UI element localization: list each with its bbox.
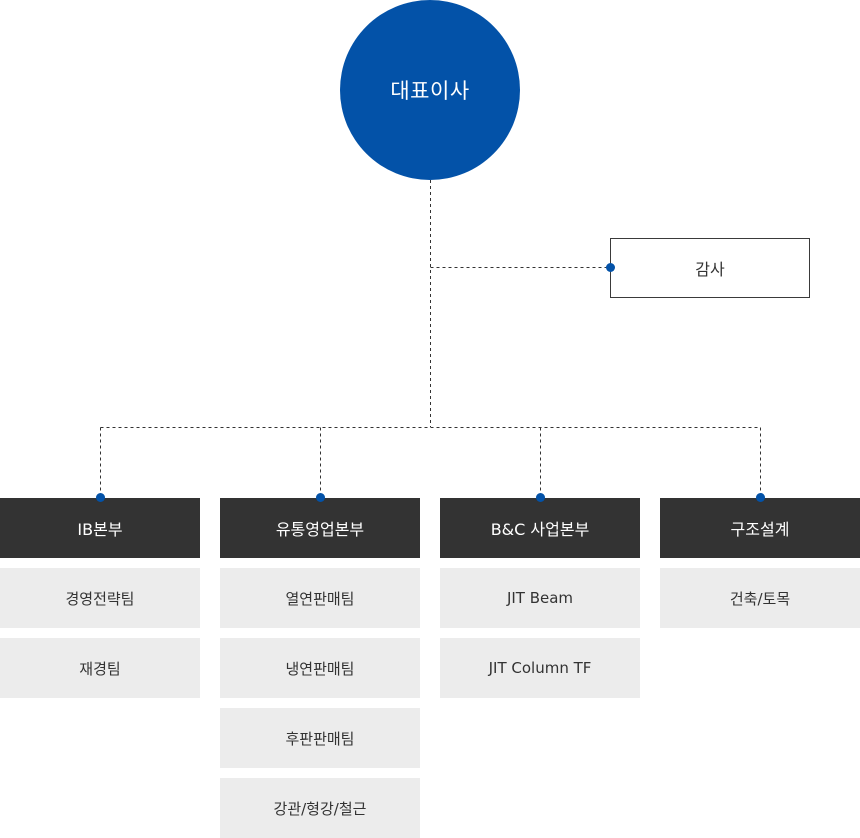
division-header: IB본부 <box>0 498 200 558</box>
division-name: 구조설계 <box>730 520 790 539</box>
division-bnc-business: B&C 사업본부 JIT Beam JIT Column TF <box>440 498 640 698</box>
division-name: 유통영업본부 <box>275 520 365 539</box>
team-box: 강관/형강/철근 <box>220 778 420 838</box>
team-label: 건축/토목 <box>729 589 791 608</box>
team-label: 냉연판매팀 <box>285 659 355 678</box>
division-connector-dot <box>756 493 765 502</box>
ceo-node: 대표이사 <box>340 0 520 180</box>
division-structural-design: 구조설계 건축/토목 <box>660 498 860 628</box>
team-label: 강관/형강/철근 <box>273 799 367 818</box>
team-box: JIT Column TF <box>440 638 640 698</box>
team-label: JIT Beam <box>506 589 574 607</box>
ceo-label: 대표이사 <box>390 79 470 103</box>
team-box: 냉연판매팀 <box>220 638 420 698</box>
division-name: B&C 사업본부 <box>490 520 590 539</box>
division-header: B&C 사업본부 <box>440 498 640 558</box>
audit-connector-dot <box>606 263 615 272</box>
division-ib: IB본부 경영전략팀 재경팀 <box>0 498 200 698</box>
team-box: 건축/토목 <box>660 568 860 628</box>
team-box: 경영전략팀 <box>0 568 200 628</box>
audit-label: 감사 <box>695 260 725 279</box>
team-label: 경영전략팀 <box>65 589 135 608</box>
division-connector-dot <box>96 493 105 502</box>
team-label: 열연판매팀 <box>285 589 355 608</box>
team-box: 열연판매팀 <box>220 568 420 628</box>
division-header: 유통영업본부 <box>220 498 420 558</box>
team-box: JIT Beam <box>440 568 640 628</box>
team-box: 후판판매팀 <box>220 708 420 768</box>
team-label: 재경팀 <box>79 659 121 678</box>
division-connector-dot <box>536 493 545 502</box>
division-connector-dot <box>316 493 325 502</box>
audit-node: 감사 <box>610 238 810 298</box>
team-box: 재경팀 <box>0 638 200 698</box>
division-distribution-sales: 유통영업본부 열연판매팀 냉연판매팀 후판판매팀 강관/형강/철근 <box>220 498 420 838</box>
division-header: 구조설계 <box>660 498 860 558</box>
team-label: JIT Column TF <box>488 659 592 677</box>
division-name: IB본부 <box>77 520 123 539</box>
team-label: 후판판매팀 <box>285 729 355 748</box>
